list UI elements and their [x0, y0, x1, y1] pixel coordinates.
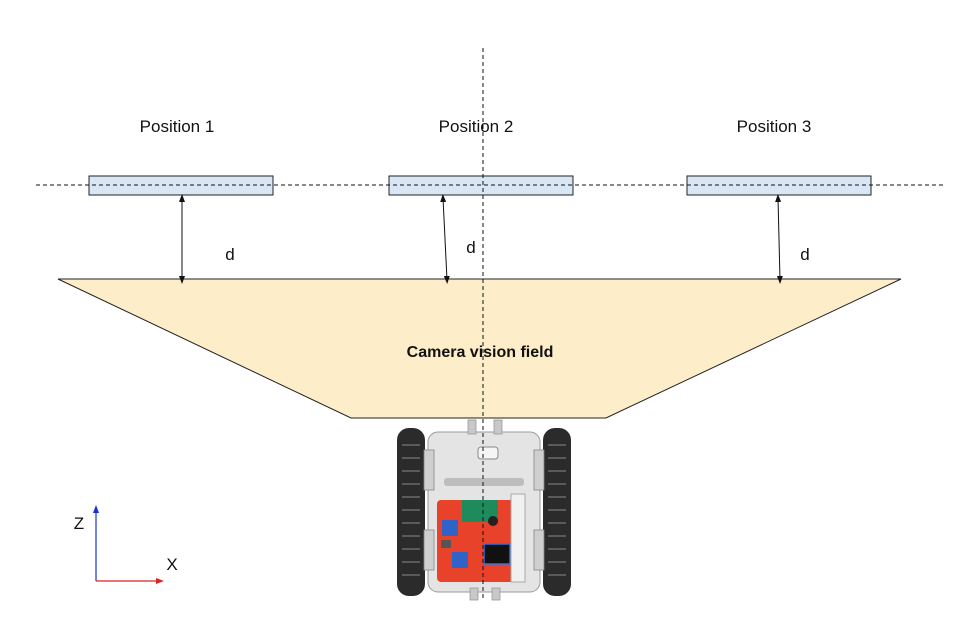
blue-sensor-module-2: [452, 552, 468, 568]
vision-field-label: Camera vision field: [407, 344, 554, 361]
z-axis-label: Z: [74, 514, 84, 533]
position-2-label: Position 2: [439, 117, 514, 136]
camera-vision-field: [57, 278, 902, 419]
right-track: [543, 428, 571, 596]
side-bracket: [510, 493, 526, 583]
distance-label-1: d: [225, 245, 234, 264]
position-1-label: Position 1: [140, 117, 215, 136]
position-3-label: Position 3: [737, 117, 812, 136]
oled-display: [483, 543, 511, 565]
robot-rover: [397, 419, 571, 601]
distance-label-3: d: [800, 245, 809, 264]
buzzer: [488, 516, 498, 526]
blue-sensor-module: [442, 520, 458, 536]
green-module: [462, 500, 498, 522]
x-axis-label: X: [166, 555, 177, 574]
coordinate-axes: Z X: [74, 505, 178, 584]
distance-label-2: d: [466, 238, 475, 257]
left-track: [397, 428, 425, 596]
distance-arrow-2: [440, 194, 450, 284]
camera-module: [477, 446, 499, 460]
distance-arrow-3: [775, 194, 783, 284]
